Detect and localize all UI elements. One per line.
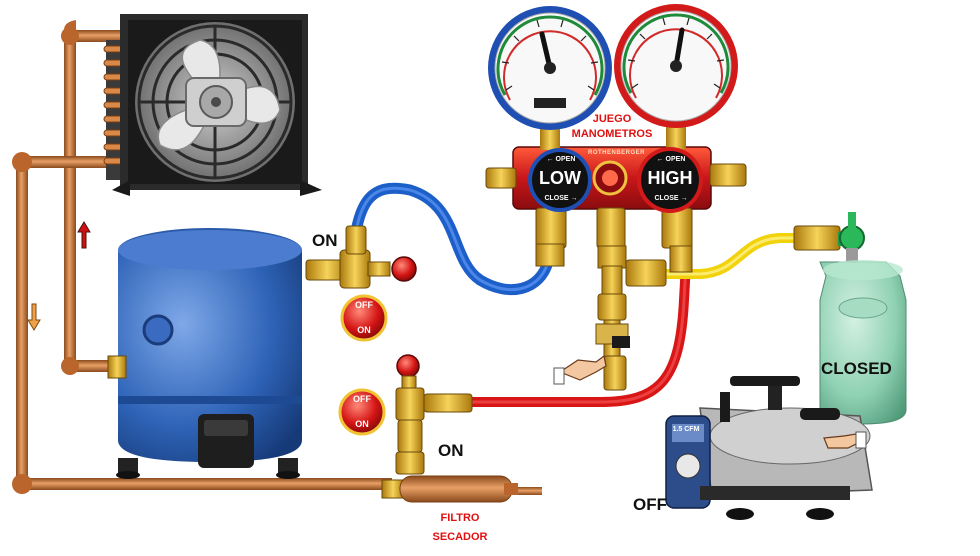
liquid-service-valve — [395, 354, 473, 475]
label-secador: SECADOR — [432, 531, 488, 543]
valve-top-off-label: OFF — [355, 300, 373, 310]
high-valve-knob[interactable] — [637, 147, 703, 213]
compressor — [107, 228, 302, 479]
filter-drier — [381, 475, 518, 503]
manifold-body — [485, 122, 747, 249]
low-open-label: ← OPEN — [546, 156, 576, 163]
red-up-arrow-icon — [77, 221, 91, 249]
label-off-pump: OFF — [633, 495, 667, 514]
low-knob-label: LOW — [539, 168, 581, 188]
label-on-top: ON — [312, 231, 338, 250]
copper-piping — [12, 20, 542, 495]
valve-bottom-off-label: OFF — [353, 394, 371, 404]
valve-top-on-label: ON — [357, 325, 371, 335]
low-valve-knob[interactable] — [528, 148, 592, 212]
label-filtro: FILTRO — [440, 512, 480, 524]
manifold-brand: ROTHENBERGER — [588, 150, 646, 156]
pump-badge: 1.5 CFM — [672, 426, 700, 433]
label-juego: JUEGO — [592, 113, 632, 125]
condenser-unit — [103, 14, 322, 196]
pointing-hand-icon — [553, 354, 607, 385]
high-knob-label: HIGH — [647, 168, 693, 188]
valve-bottom-on-label: ON — [355, 419, 369, 429]
high-close-label: CLOSE → — [654, 195, 688, 202]
label-on-bottom: ON — [438, 441, 464, 460]
low-pressure-gauge — [488, 6, 612, 130]
high-pressure-gauge — [614, 4, 738, 128]
suction-service-valve — [305, 225, 417, 289]
high-open-label: ← OPEN — [656, 156, 686, 163]
label-manometros: MANOMETROS — [571, 128, 653, 140]
refrigerant-tank — [793, 212, 907, 425]
low-close-label: CLOSE → — [544, 195, 578, 202]
valve-knob-bottom[interactable] — [338, 388, 386, 436]
center-tee-fitting — [595, 245, 667, 391]
vacuum-pump — [665, 376, 873, 520]
label-closed: CLOSED — [821, 359, 892, 378]
pointing-hand-icon — [823, 431, 867, 449]
orange-down-arrow-icon — [27, 303, 41, 331]
valve-knob-top[interactable] — [340, 294, 388, 342]
